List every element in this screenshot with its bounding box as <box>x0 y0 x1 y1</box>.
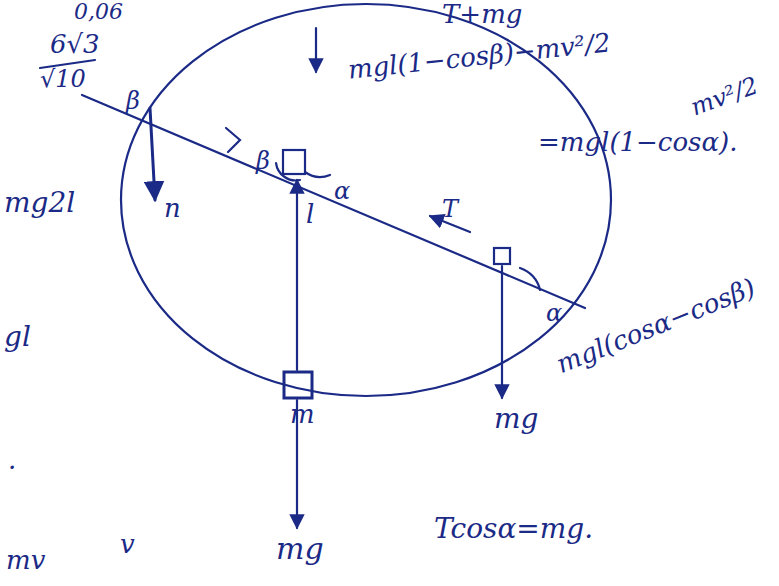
sketch-label: mv²/2 <box>685 72 763 122</box>
force-arrow <box>150 108 155 200</box>
velocity-arrow <box>315 28 317 72</box>
direction-arrow <box>226 128 240 152</box>
sketch-label: . <box>6 446 18 475</box>
sketch-label: T <box>440 196 460 222</box>
rod <box>82 95 585 308</box>
sketch-label: =mgl(1−cosα). <box>536 128 739 157</box>
tension-arrow <box>296 180 298 370</box>
sketch-label: α <box>544 300 564 326</box>
sketch-label: v <box>118 530 137 559</box>
sketch-label: √10 <box>38 66 88 92</box>
angle-arc <box>276 163 300 180</box>
sketch-label: gl <box>2 322 33 353</box>
sketch-label: mv <box>4 546 47 575</box>
sketch-label: 0,06 <box>72 0 125 24</box>
sketch-label: Tcosα=mg. <box>432 514 595 545</box>
sketch-label: m <box>288 400 317 429</box>
sketch-label: mg2l <box>2 188 77 219</box>
gravity-arrow <box>501 266 503 398</box>
sketch-label: mgl(1−cosβ)−mv²/2 <box>345 28 614 84</box>
sketch-label: mg <box>274 532 326 565</box>
sketch-label: n <box>162 194 183 223</box>
sketch-label: l <box>304 200 316 229</box>
sketch-label: β <box>124 88 142 114</box>
mass-block <box>284 372 312 398</box>
mass-point <box>494 248 510 264</box>
sketch-label: mgl(cosα−cosβ) <box>551 272 761 379</box>
sketch-label: T+mg <box>440 0 524 29</box>
sketch-label: α <box>332 178 352 204</box>
sketch-label: β <box>254 148 272 174</box>
angle-arc <box>520 268 540 290</box>
sketch-label: 6√3 <box>48 30 102 59</box>
pivot <box>283 150 305 174</box>
angle-arc <box>305 172 330 177</box>
sketch-label: mg <box>492 404 540 435</box>
